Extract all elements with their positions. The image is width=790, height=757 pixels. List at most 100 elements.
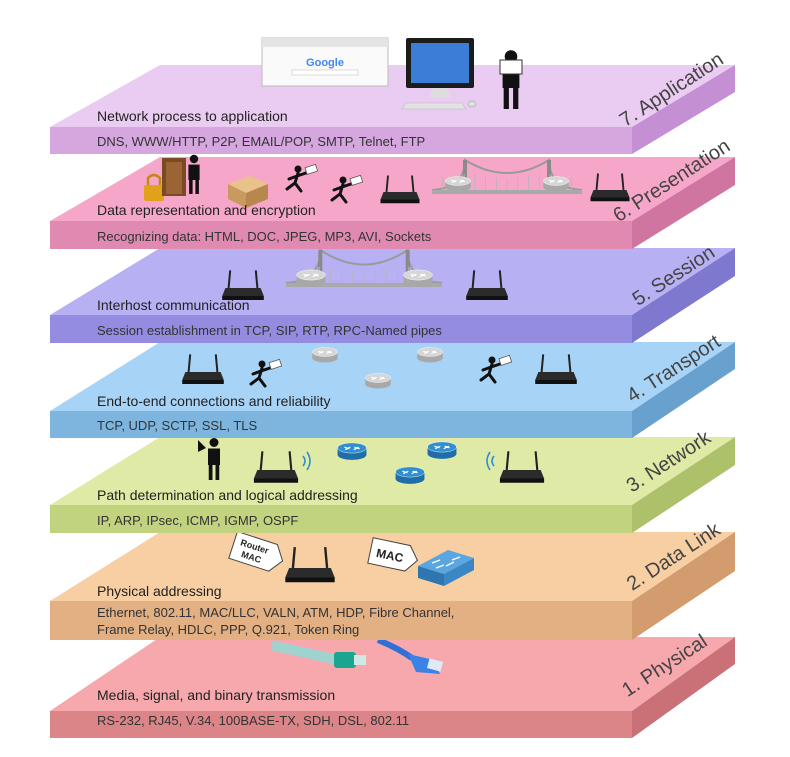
person-leg — [503, 88, 509, 109]
layer-protocols: TCP, UDP, SCTP, SSL, TLS — [97, 418, 257, 433]
box-top — [228, 176, 268, 193]
rj45-plug — [426, 658, 444, 672]
disk-arrows — [318, 350, 332, 354]
disk-top — [337, 442, 367, 454]
network-router-icon — [395, 466, 425, 484]
router-antenna — [505, 451, 510, 471]
courier-head — [339, 176, 347, 184]
box-left — [228, 184, 246, 208]
router-antenna — [540, 354, 545, 373]
fiber-cable — [271, 645, 337, 665]
person-torso — [188, 164, 200, 180]
fiber-cable — [271, 640, 337, 660]
person-head — [189, 154, 199, 164]
switch-right — [444, 558, 474, 586]
router-base — [285, 577, 335, 583]
layer-title: Interhost communication — [97, 297, 250, 313]
layer-title: Network process to application — [97, 108, 288, 124]
switch-left — [418, 566, 444, 586]
router-base — [466, 296, 508, 300]
disk-top — [427, 441, 457, 453]
layer-front-face — [50, 601, 632, 640]
layer-protocols: RS-232, RJ45, V.34, 100BASE-TX, SDH, DSL… — [97, 713, 409, 728]
disk-arrows — [549, 179, 563, 183]
bridge-tower — [318, 250, 323, 287]
router-icon — [222, 270, 264, 300]
layer-side-face — [632, 157, 735, 249]
router-base — [535, 380, 577, 384]
bridge-tower — [405, 250, 410, 287]
router-antenna — [411, 175, 415, 193]
browser-window-icon: Google — [261, 37, 389, 87]
person-leg — [513, 88, 519, 109]
network-router-icon — [403, 269, 433, 287]
wireless-router-icon — [253, 451, 299, 483]
envelope-icon — [499, 59, 523, 75]
padlock-shackle — [146, 173, 162, 185]
router-antenna — [534, 451, 539, 471]
router-body — [222, 288, 264, 296]
router-base — [590, 197, 630, 202]
layer-protocols: Ethernet, 802.11, MAC/LLC, VALN, ATM, HD… — [97, 605, 454, 620]
router-antenna — [567, 354, 572, 373]
wifi-signal-icon — [302, 451, 311, 471]
network-router-icon — [296, 269, 326, 287]
parcel-box-icon — [228, 176, 268, 208]
network-router-icon — [543, 176, 569, 192]
person-icon — [188, 154, 200, 194]
router-antenna — [214, 354, 219, 373]
layer-front-face — [50, 221, 632, 249]
network-router-icon — [445, 176, 471, 192]
running-courier-icon — [330, 174, 364, 204]
layer-3: Path determination and logical addressin… — [50, 426, 735, 533]
layer-protocols: Recognizing data: HTML, DOC, JPEG, MP3, … — [97, 229, 432, 244]
router-body — [466, 288, 508, 296]
router-body — [253, 470, 299, 479]
person-leg — [215, 465, 220, 480]
flag-icon — [198, 440, 206, 452]
layer-front-face — [50, 127, 632, 154]
router-antenna — [259, 451, 264, 471]
disk-top — [445, 176, 471, 186]
router-antenna — [187, 354, 192, 373]
router-antenna — [254, 270, 259, 289]
layer-title: Physical addressing — [97, 583, 222, 599]
disk-top — [312, 347, 338, 357]
network-router-icon — [312, 347, 338, 363]
layer-side-face — [632, 65, 735, 154]
router-base — [253, 478, 299, 483]
layer-protocols: DNS, WWW/HTTP, P2P, EMAIL/POP, SMTP, Tel… — [97, 134, 425, 149]
router-icon — [590, 173, 630, 202]
router-antenna — [291, 546, 296, 569]
courier-body — [330, 182, 353, 204]
door-person-icon — [162, 154, 200, 196]
router-icon — [535, 354, 577, 384]
layer-top-face — [50, 248, 735, 315]
door-panel — [166, 162, 182, 194]
mac-tag-icon: MAC — [367, 537, 419, 572]
courier-body — [249, 366, 272, 388]
disk-arrows — [410, 273, 426, 278]
wireless-router-icon — [499, 451, 545, 483]
person-torso — [208, 448, 220, 465]
monitor-screen — [411, 43, 469, 83]
layer-protocols: IP, ARP, IPsec, ICMP, IGMP, OSPF — [97, 513, 298, 528]
bridge-deck — [432, 190, 582, 194]
layer-top-face — [50, 637, 735, 711]
running-courier-icon — [249, 358, 283, 388]
layer-6: Data representation and encryptionRecogn… — [50, 135, 735, 249]
tagged-router-icon — [285, 546, 335, 583]
router-base — [182, 380, 224, 384]
layer-title: End-to-end connections and reliability — [97, 393, 330, 409]
tag-text: MAC — [375, 546, 405, 565]
padlock-icon — [144, 185, 164, 201]
person-leg — [195, 180, 199, 194]
switch-arrows — [431, 556, 461, 569]
router-antenna — [385, 175, 389, 193]
layer-protocols: Frame Relay, HDLC, PPP, Q.921, Token Rin… — [97, 622, 359, 637]
router-body — [499, 470, 545, 479]
layer-title: Path determination and logical addressin… — [97, 487, 358, 503]
courier-head — [488, 356, 496, 364]
